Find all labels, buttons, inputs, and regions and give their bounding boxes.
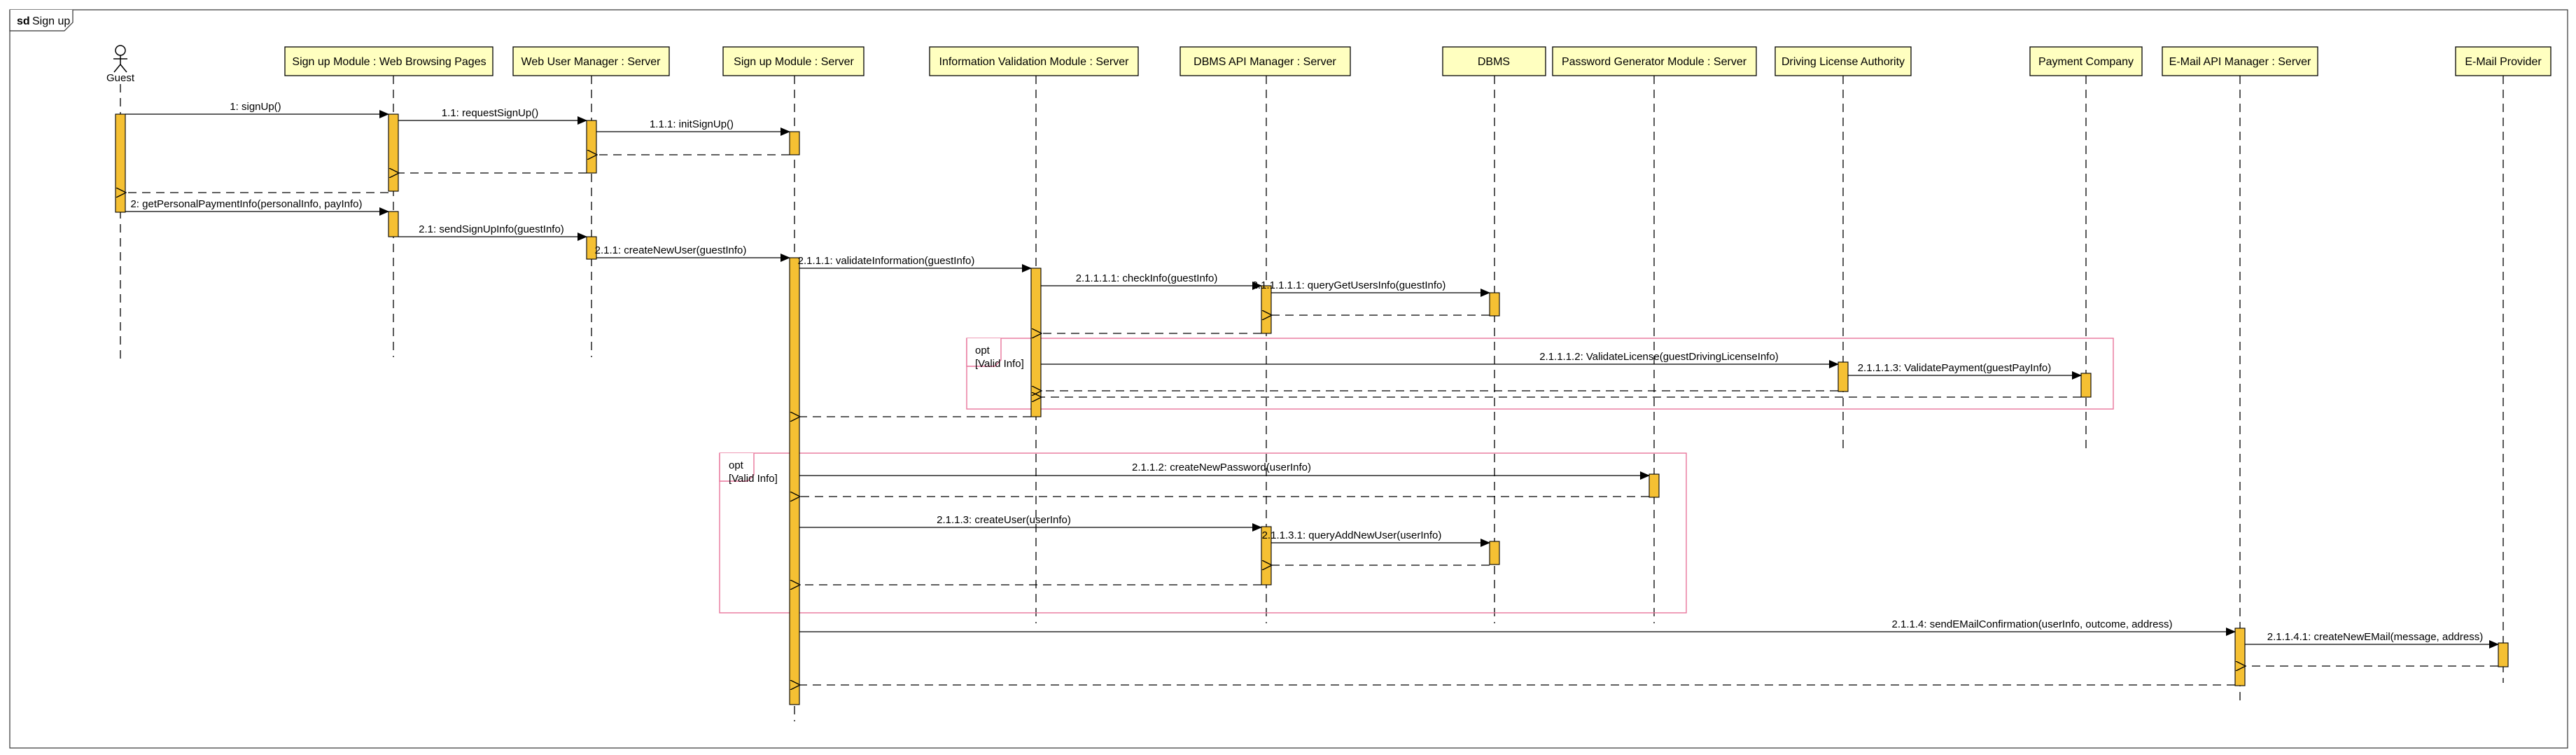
stick-figure-icon — [113, 45, 127, 73]
message-label: 2.1: sendSignUpInfo(guestInfo) — [419, 223, 564, 235]
diagram-frame: sd Sign up — [9, 9, 2568, 749]
message-label: 2: getPersonalPaymentInfo(personalInfo, … — [130, 198, 362, 210]
lifeline-label: Sign up Module : Web Browsing Pages — [292, 56, 486, 68]
opt-guard: [Valid Info] — [729, 473, 778, 485]
activation-sum — [789, 131, 800, 155]
activation-pgm — [1648, 473, 1660, 498]
lifeline-head-web-user-manager[interactable] — [512, 46, 670, 76]
lifeline-head-dbms-api-manager[interactable] — [1180, 46, 1351, 76]
message-label: 2.1.1.1.1: checkInfo(guestInfo) — [1076, 272, 1218, 284]
frame-keyword: sd — [17, 15, 30, 27]
activation-web — [388, 211, 399, 237]
opt-fragment-1: opt [Valid Info] — [966, 338, 2114, 410]
lifeline-label: Driving License Authority — [1782, 56, 1905, 68]
lifeline-head-driving-license-authority[interactable] — [1774, 46, 1912, 76]
lifeline-label: DBMS API Manager : Server — [1194, 56, 1336, 68]
activation-dbms — [1489, 541, 1500, 565]
lifeline-label: E-Mail API Manager : Server — [2169, 56, 2311, 68]
message-label: 2.1.1.1.1.1: queryGetUsersInfo(guestInfo… — [1252, 279, 1446, 291]
lifeline-label: Sign up Module : Server — [734, 56, 854, 68]
lifeline-label: Password Generator Module : Server — [1562, 56, 1747, 68]
message-label: 1.1.1: initSignUp() — [650, 118, 734, 130]
message-label: 2.1.1.4.1: createNewEMail(message, addre… — [2267, 631, 2483, 643]
actor-guest[interactable]: Guest — [106, 45, 135, 84]
opt-operator: opt — [975, 345, 990, 356]
actor-label: Guest — [106, 72, 135, 84]
message-label: 1: signUp() — [230, 101, 281, 113]
message-label: 2.1.1.1.2: ValidateLicense(guestDrivingL… — [1539, 351, 1779, 363]
activation-ep — [2498, 642, 2509, 667]
activation-dbms — [1489, 292, 1500, 317]
lifeline-head-sign-up-module-server[interactable] — [722, 46, 864, 76]
message-label: 2.1.1.1: validateInformation(guestInfo) — [798, 255, 975, 267]
lifeline-head-web-browsing-pages[interactable] — [284, 46, 493, 76]
activation-sum — [789, 257, 800, 705]
lifeline-label: Information Validation Module : Server — [939, 56, 1130, 68]
message-label: 2.1.1.1.3: ValidatePayment(guestPayInfo) — [1858, 362, 2052, 374]
activation-bars — [115, 113, 2509, 705]
activation-wum — [586, 236, 597, 260]
activation-pc — [2080, 373, 2092, 398]
message-label: 2.1.1.3.1: queryAddNewUser(userInfo) — [1262, 529, 1442, 541]
message-label: 2.1.1: createNewUser(guestInfo) — [595, 244, 747, 256]
opt-fragment-2: opt [Valid Info] — [719, 452, 1687, 614]
lifeline-head-dbms[interactable] — [1442, 46, 1546, 76]
message-label: 2.1.1.4: sendEMailConfirmation(userInfo,… — [1891, 618, 2172, 630]
activation-guest — [115, 113, 126, 213]
message-label: 2.1.1.3: createUser(userInfo) — [937, 514, 1071, 526]
activation-wum — [586, 120, 597, 174]
opt-guard: [Valid Info] — [975, 358, 1024, 370]
activation-ivm — [1030, 268, 1042, 417]
message-label: 1.1: requestSignUp() — [442, 107, 538, 119]
message-label: 2.1.1.2: createNewPassword(userInfo) — [1132, 462, 1311, 473]
opt-operator: opt — [729, 459, 744, 471]
lifeline-label: E-Mail Provider — [2465, 56, 2542, 68]
lifeline-head-password-generator-module[interactable] — [1552, 46, 1757, 76]
frame-title: Sign up — [32, 15, 70, 27]
activation-dla — [1837, 361, 1849, 392]
lifeline-label: Payment Company — [2038, 56, 2134, 68]
activation-dam — [1261, 526, 1272, 586]
lifeline-label: DBMS — [1478, 56, 1510, 68]
lifeline-head-payment-company[interactable] — [2029, 46, 2143, 76]
activation-eam — [2234, 628, 2246, 686]
lifeline-head-email-api-manager[interactable] — [2162, 46, 2318, 76]
lifeline-label: Web User Manager : Server — [522, 56, 662, 68]
lifeline-head-information-validation-module[interactable] — [929, 46, 1139, 76]
activation-web — [388, 113, 399, 192]
lifeline-head-email-provider[interactable] — [2455, 46, 2552, 76]
activation-dam — [1261, 285, 1272, 334]
